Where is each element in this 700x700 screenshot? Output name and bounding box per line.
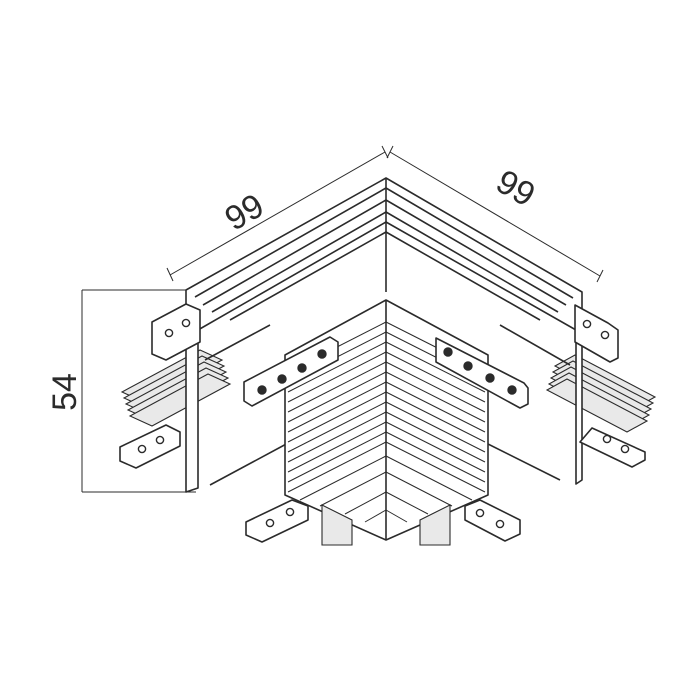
screw-strip-left [243,336,339,407]
hole-icon [181,318,191,328]
left-wing-fins [120,349,232,427]
hole-icon [265,518,275,528]
hole-icon [602,434,612,444]
hole-icon [620,444,630,454]
hole-icon [600,330,610,340]
profile-top-rails [185,177,583,493]
screw-strip-right [435,337,529,409]
hole-icon [475,508,485,518]
dimension-label-left: 99 [219,187,271,239]
hole-icon [164,328,174,338]
screw-icon [463,361,473,371]
hole-icon [155,435,165,445]
terminal-plate-bottom-right [579,427,646,468]
central-heat-sink [284,299,489,546]
screw-icon [297,363,307,373]
screw-icon [277,374,287,384]
hole-icon [582,319,592,329]
screw-icon [443,347,453,357]
hole-icon [495,519,505,529]
terminal-plate-top-left [151,303,201,361]
hole-icon [285,507,295,517]
screw-icon [317,349,327,359]
dimension-label-right: 99 [490,163,542,215]
screw-icon [507,385,517,395]
terminal-plate-bottom-left [119,424,181,469]
bottom-comb [321,504,451,546]
dimension-height: 54 [46,289,196,493]
screw-icon [257,385,267,395]
terminal-plate-top-right [574,304,619,363]
screw-icon [485,373,495,383]
dimension-label-height: 54 [46,373,84,411]
right-wing-fins [545,354,657,433]
terminal-plate-front-right [464,499,521,542]
terminal-plate-front-left [245,499,309,543]
hole-icon [137,444,147,454]
